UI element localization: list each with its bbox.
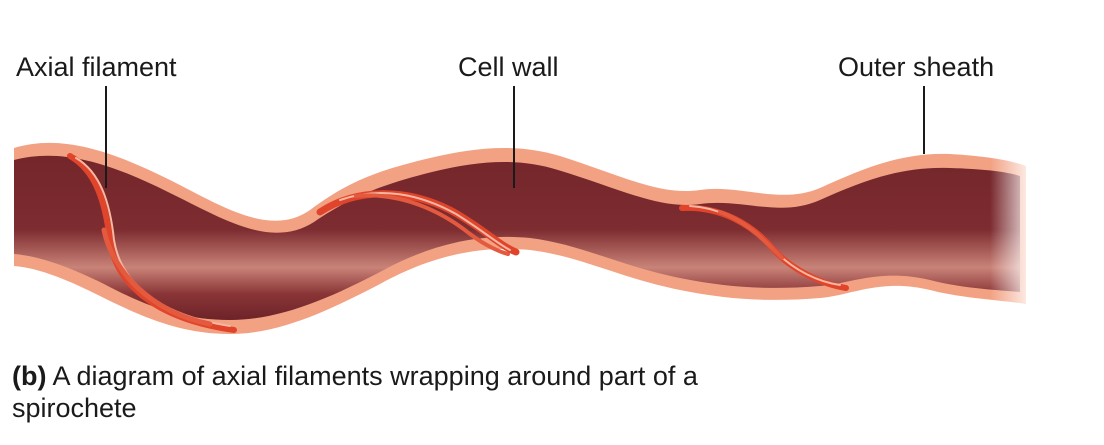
axial-filament-middle-highlight	[339, 191, 511, 251]
cell-end-fade	[990, 150, 1030, 310]
leader-lines	[105, 86, 925, 188]
axial-filament-right-2	[718, 210, 784, 260]
figure-caption: (b) A diagram of axial filaments wrappin…	[12, 360, 752, 424]
cell-body-shape	[14, 155, 1020, 320]
caption-text: A diagram of axial filaments wrapping ar…	[12, 361, 698, 423]
axial-filament-left-2	[101, 227, 213, 327]
label-outer-sheath: Outer sheath	[838, 52, 995, 82]
label-cell-wall: Cell wall	[458, 52, 559, 82]
label-axial-filament: Axial filament	[16, 52, 177, 82]
axial-filament-middle-2	[354, 193, 510, 256]
axial-filaments	[67, 153, 849, 333]
caption-panel-letter: (b)	[12, 361, 47, 391]
